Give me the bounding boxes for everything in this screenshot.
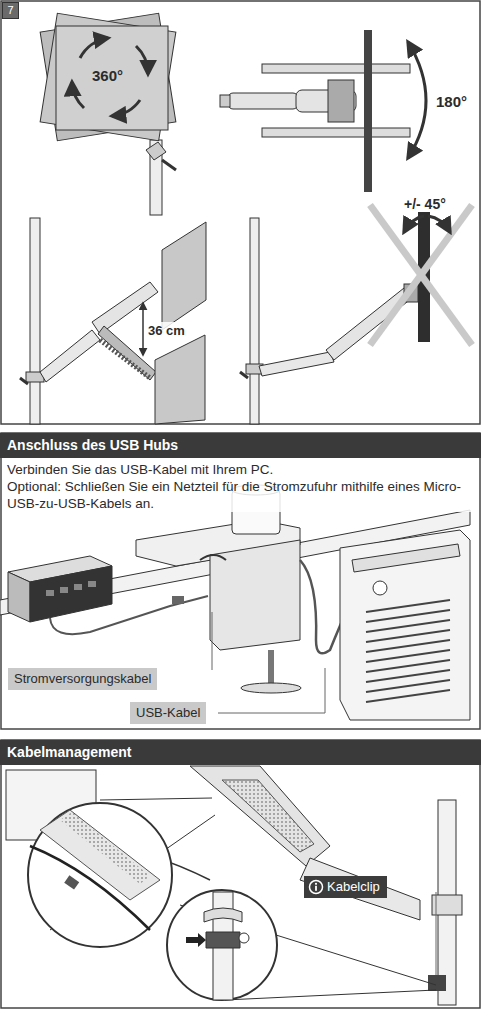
node-text: 7: [7, 4, 13, 16]
section-header: Kabelmanagement: [0, 740, 481, 765]
angle-label: +/- 45°: [404, 196, 446, 213]
dimension-label: 36 cm: [148, 322, 185, 339]
tilt-not-allowed: [240, 205, 472, 424]
usb-hub-setup: [0, 485, 470, 720]
cable-management: [6, 766, 462, 1005]
height-adjust: [20, 218, 206, 424]
callout-label: USB-Kabel: [130, 702, 206, 724]
callout-label: Stromversorgungskabel: [8, 668, 157, 690]
angle-label: 180°: [436, 93, 467, 110]
node-text: Kabelclip: [327, 879, 380, 894]
panel-frame: [1, 433, 480, 729]
section-header: Anschluss des USB Hubs: [0, 433, 481, 458]
node-text: Stromversorgungskabel: [14, 671, 151, 686]
node-text: Anschluss des USB Hubs: [7, 437, 178, 453]
panel-frame: [1, 740, 480, 1008]
angle-label: 360°: [92, 67, 123, 84]
info-icon: [308, 879, 324, 895]
node-text: Kabelmanagement: [7, 744, 131, 760]
rotating-monitor: [40, 13, 176, 215]
callout-label: Kabelclip: [304, 876, 387, 898]
panel-frame: [1, 1, 480, 424]
instruction-text: Optional: Schließen Sie ein Netzteil für…: [7, 478, 473, 512]
step-number: 7: [2, 2, 19, 19]
instruction-text: Verbinden Sie das USB-Kabel mit Ihrem PC…: [7, 461, 473, 478]
node-text: USB-Kabel: [136, 705, 200, 720]
swivel-top-view: [220, 30, 426, 192]
